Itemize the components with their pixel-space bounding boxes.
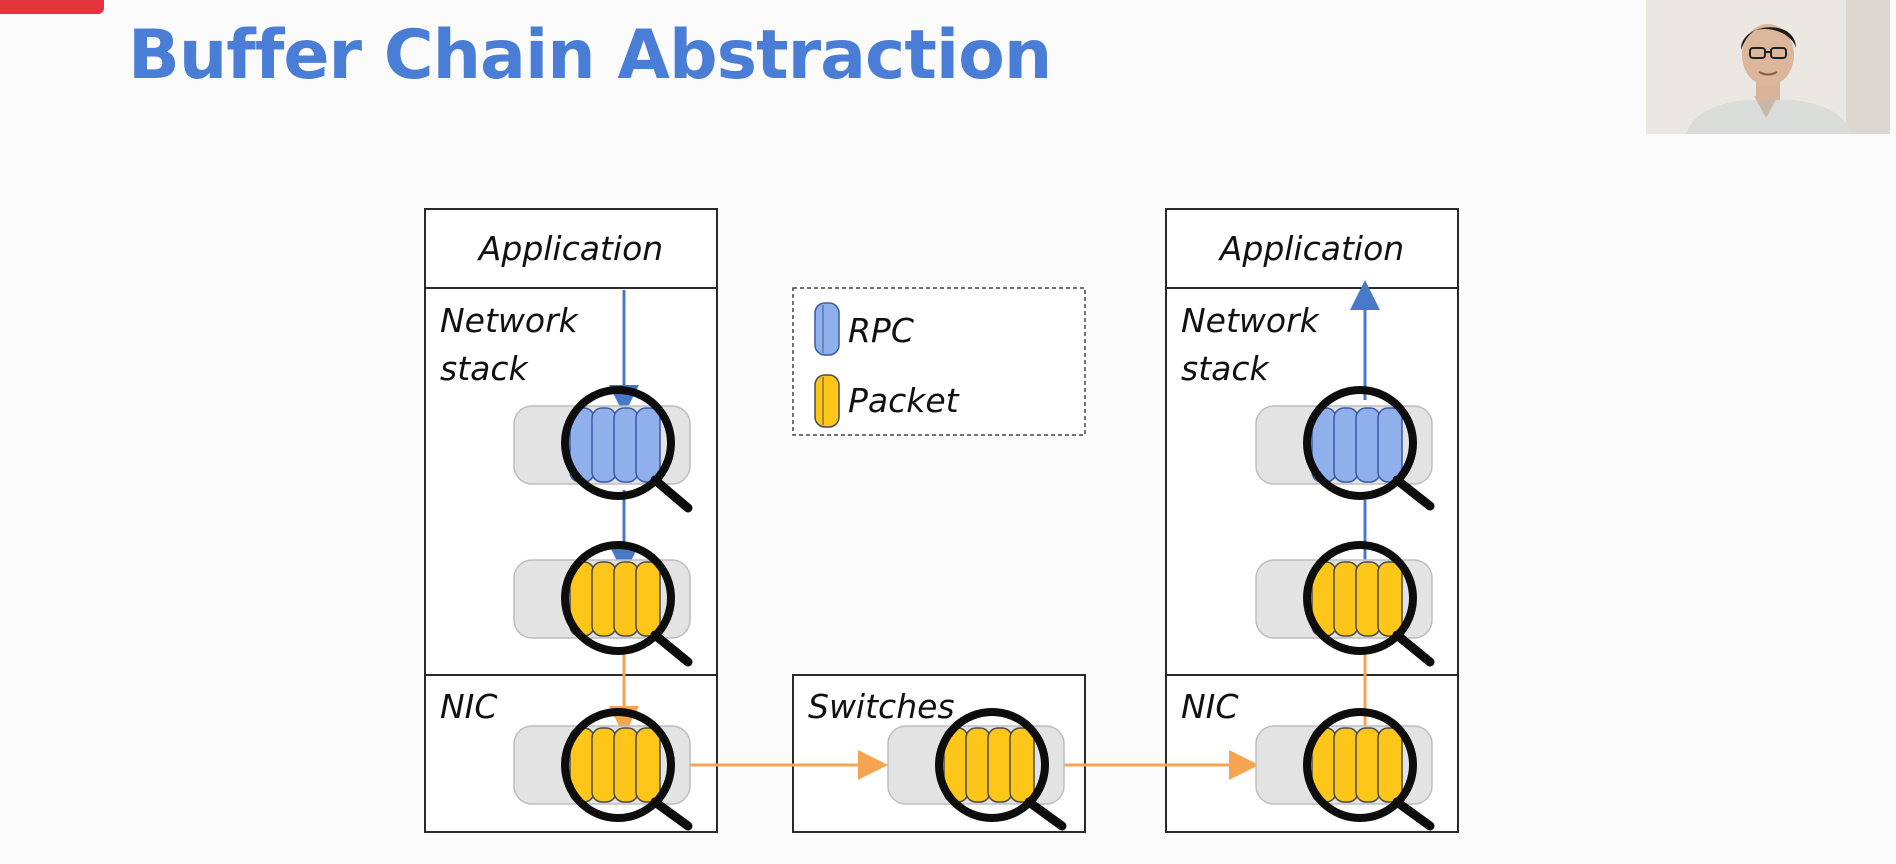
magnifying-glass-icon bbox=[1303, 386, 1435, 511]
magnifying-glass-icon bbox=[561, 708, 693, 831]
queues bbox=[513, 386, 1435, 831]
packet-segments bbox=[569, 561, 661, 637]
sender-packet-queue bbox=[513, 541, 693, 667]
speaker-video-icon bbox=[1646, 0, 1890, 134]
sender-nic-queue bbox=[513, 708, 693, 831]
magnifying-glass-icon bbox=[935, 708, 1067, 831]
speaker-webcam bbox=[1646, 0, 1890, 134]
receiver-nic-label: NIC bbox=[1181, 687, 1238, 726]
sender-nic-label: NIC bbox=[440, 687, 497, 726]
switch-queue bbox=[887, 708, 1067, 831]
legend-rpc-label: RPC bbox=[848, 311, 914, 350]
legend-packet-label: Packet bbox=[848, 381, 960, 420]
packet-segments bbox=[1311, 561, 1403, 637]
magnifying-glass-icon bbox=[561, 386, 693, 513]
receiver-network-stack-label-line1: Network bbox=[1181, 301, 1321, 340]
magnifying-glass-icon bbox=[1303, 541, 1435, 667]
receiver-nic-queue bbox=[1255, 708, 1435, 831]
sender-network-stack-label-line1: Network bbox=[440, 301, 580, 340]
sender-application-label: Application bbox=[477, 229, 663, 268]
sender-rpc-queue bbox=[513, 386, 693, 513]
packet-segments bbox=[943, 727, 1035, 803]
magnifying-glass-icon bbox=[1303, 708, 1435, 831]
receiver-network-stack-label-line2: stack bbox=[1181, 349, 1270, 388]
switches-label: Switches bbox=[808, 687, 955, 726]
legend-packet-swatch-icon bbox=[814, 374, 840, 428]
recording-badge bbox=[0, 0, 104, 14]
slide-title: Buffer Chain Abstraction bbox=[128, 16, 1052, 95]
receiver-packet-queue bbox=[1255, 541, 1435, 667]
receiver-application-label: Application bbox=[1218, 229, 1404, 268]
packet-segments bbox=[1311, 727, 1403, 803]
rpc-segments bbox=[569, 407, 661, 483]
legend: RPC Packet bbox=[792, 287, 1086, 436]
rpc-segments bbox=[1311, 407, 1403, 483]
flow-arrows bbox=[609, 280, 1380, 780]
receiver-rpc-queue bbox=[1255, 386, 1435, 511]
magnifying-glass-icon bbox=[561, 541, 693, 667]
legend-rpc-swatch-icon bbox=[814, 302, 840, 356]
packet-segments bbox=[569, 727, 661, 803]
sender-network-stack-label-line2: stack bbox=[440, 349, 529, 388]
